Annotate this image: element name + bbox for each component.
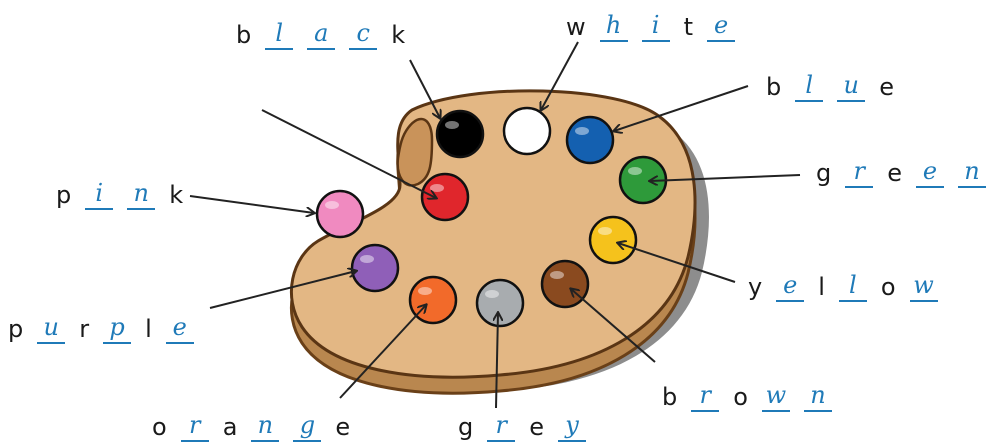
given-letter: a [223, 412, 238, 442]
given-letter: b [662, 382, 677, 412]
given-letter: o [881, 272, 896, 302]
filled-letter: y [558, 410, 586, 442]
given-letter: g [458, 412, 473, 442]
paint-brown [542, 261, 588, 307]
paint-yellow-highlight [598, 227, 612, 235]
given-letter: k [169, 180, 183, 210]
paint-orange-highlight [418, 287, 432, 295]
filled-letter: e [776, 270, 804, 302]
filled-letter: n [958, 156, 986, 188]
filled-letter: n [251, 410, 279, 442]
filled-letter: r [487, 410, 515, 442]
paint-yellow [590, 217, 636, 263]
filled-letter: e [166, 312, 194, 344]
paint-black-highlight [445, 121, 459, 129]
filled-letter: p [103, 312, 131, 344]
filled-letter: r [845, 156, 873, 188]
given-letter: w [566, 12, 586, 42]
filled-letter: l [795, 70, 823, 102]
paint-red-highlight [430, 184, 444, 192]
paint-brown-highlight [550, 271, 564, 279]
paint-blue-highlight [575, 127, 589, 135]
given-letter: l [145, 314, 152, 344]
filled-letter: u [37, 312, 65, 344]
given-letter: e [887, 158, 902, 188]
paint-black [437, 111, 483, 157]
given-letter: b [766, 72, 781, 102]
filled-letter: l [839, 270, 867, 302]
filled-letter: n [804, 380, 832, 412]
arrow-pink [190, 196, 314, 213]
given-letter: o [152, 412, 167, 442]
given-letter: k [391, 20, 405, 50]
given-letter: o [733, 382, 748, 412]
filled-letter: u [837, 70, 865, 102]
given-letter: e [879, 72, 894, 102]
given-letter: y [748, 272, 762, 302]
given-letter: p [56, 180, 71, 210]
paint-green-highlight [628, 167, 642, 175]
given-letter: b [236, 20, 251, 50]
given-letter: g [816, 158, 831, 188]
given-letter: l [818, 272, 825, 302]
paint-white [504, 108, 550, 154]
filled-letter: g [293, 410, 321, 442]
filled-letter: w [910, 270, 938, 302]
filled-letter: e [707, 10, 735, 42]
paint-purple-highlight [360, 255, 374, 263]
given-letter: r [79, 314, 89, 344]
filled-letter: l [265, 18, 293, 50]
paint-pink-highlight [325, 201, 339, 209]
filled-letter: r [691, 380, 719, 412]
given-letter: p [8, 314, 23, 344]
given-letter: t [684, 12, 693, 42]
given-letter: e [335, 412, 350, 442]
paint-grey-highlight [485, 290, 499, 298]
paint-purple [352, 245, 398, 291]
paint-pink [317, 191, 363, 237]
filled-letter: n [127, 178, 155, 210]
filled-letter: a [307, 18, 335, 50]
filled-letter: w [762, 380, 790, 412]
filled-letter: c [349, 18, 377, 50]
filled-letter: r [181, 410, 209, 442]
paint-red [422, 174, 468, 220]
filled-letter: e [916, 156, 944, 188]
paint-blue [567, 117, 613, 163]
given-letter: e [529, 412, 544, 442]
filled-letter: h [600, 10, 628, 42]
paint-grey [477, 280, 523, 326]
filled-letter: i [642, 10, 670, 42]
filled-letter: i [85, 178, 113, 210]
